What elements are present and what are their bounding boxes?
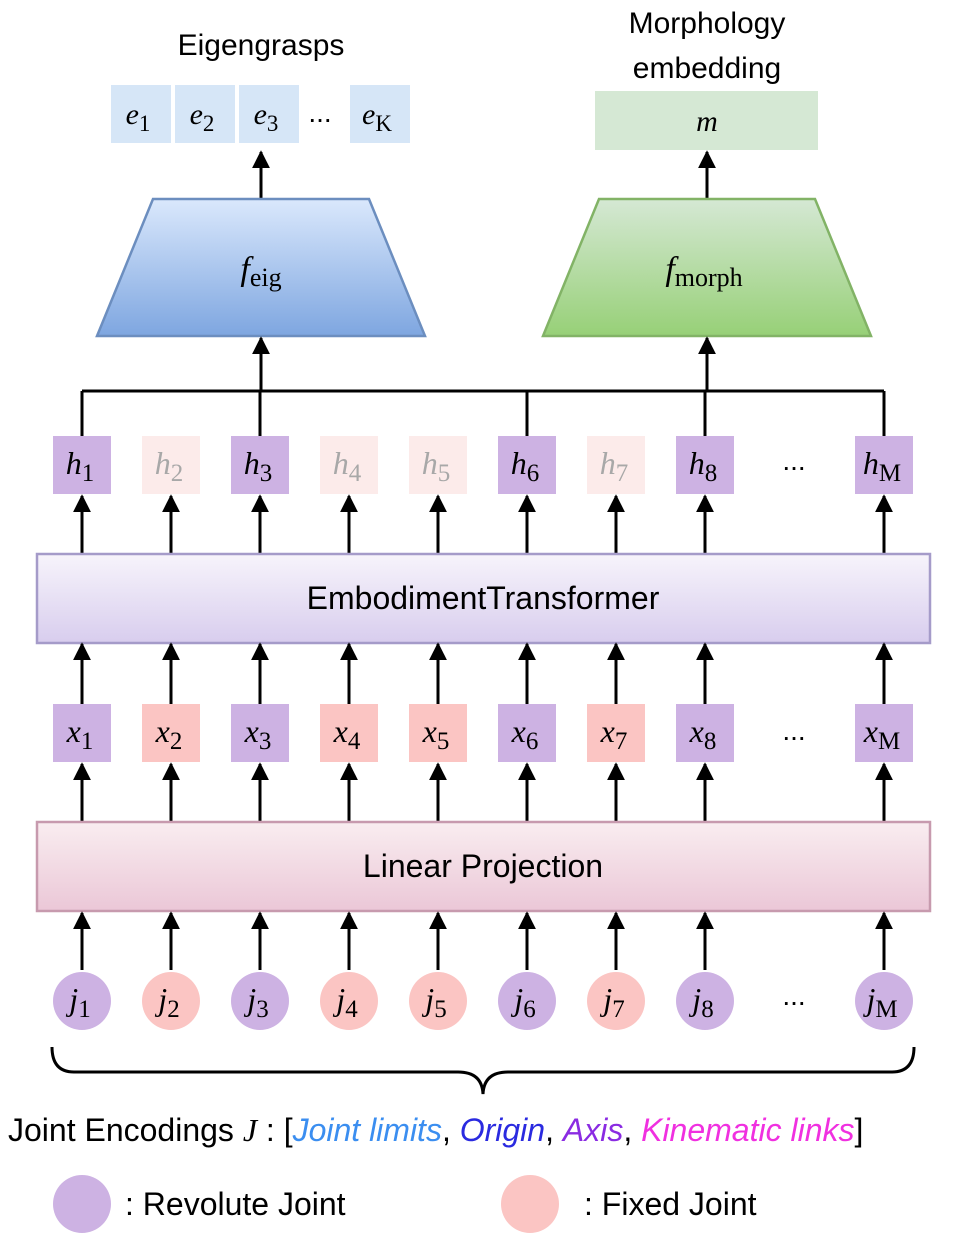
embedded-token-label: x2 bbox=[155, 713, 183, 755]
embedded-token-label: x6 bbox=[511, 713, 539, 755]
hidden-token-label: h2 bbox=[155, 445, 184, 487]
hidden-token: h6 bbox=[498, 436, 556, 494]
hidden-token-label: h4 bbox=[333, 445, 362, 487]
joint-node-label: j2 bbox=[154, 981, 179, 1023]
hidden-token: h4 bbox=[320, 436, 378, 494]
joint-node-label: j6 bbox=[510, 981, 535, 1023]
hidden-token: h2 bbox=[142, 436, 200, 494]
joint-node: j6 bbox=[498, 972, 556, 1030]
legend-fixed-swatch bbox=[501, 1175, 559, 1233]
joint-node-label: j8 bbox=[688, 981, 713, 1023]
joint-node-label: jM bbox=[862, 981, 897, 1023]
embedded-token-label: xM bbox=[863, 713, 900, 755]
joint-node: j8 bbox=[676, 972, 734, 1030]
hidden-token-label: h3 bbox=[244, 445, 273, 487]
joint-encodings-brace bbox=[50, 1046, 916, 1095]
joint-node: jM bbox=[855, 972, 913, 1030]
encoding-item: Origin bbox=[460, 1112, 545, 1148]
embedded-token-label: x8 bbox=[689, 713, 717, 755]
legend-revolute-label: : Revolute Joint bbox=[125, 1186, 346, 1222]
embedded-token-label: x3 bbox=[244, 713, 272, 755]
joint-node-label: j7 bbox=[599, 981, 624, 1023]
morphology-embedding-label: m bbox=[696, 105, 718, 138]
embedded-token: x6 bbox=[498, 704, 556, 762]
morphology-title-line1: Morphology bbox=[629, 7, 786, 40]
hidden-token: h8 bbox=[676, 436, 734, 494]
embedded-token: x8 bbox=[676, 704, 734, 762]
hidden-token-label: h7 bbox=[600, 445, 629, 487]
embodiment-transformer-label: EmbodimentTransformer bbox=[307, 580, 660, 616]
joint-ellipsis: ... bbox=[782, 980, 805, 1011]
hidden-token: hM bbox=[855, 436, 913, 494]
embedded-token: x3 bbox=[231, 704, 289, 762]
eigengrasp-token: eK bbox=[350, 85, 410, 143]
f-eig-head: feig bbox=[95, 197, 427, 338]
embedded-token-label: x5 bbox=[422, 713, 450, 755]
eigengrasp-tokens: e1 e2 e3 eK... bbox=[111, 85, 410, 143]
joint-node-label: j1 bbox=[65, 981, 90, 1023]
morphology-embedding-box: m bbox=[595, 91, 818, 150]
joint-row: j1 j2 j3 j4 j5 j6 j7 j8 jM... bbox=[53, 911, 913, 1030]
embedded-token-label: x1 bbox=[66, 713, 94, 755]
embedded-token-label: x7 bbox=[600, 713, 628, 755]
joint-node: j7 bbox=[587, 972, 645, 1030]
embedded-token: x4 bbox=[320, 704, 378, 762]
f-eig-label: feig bbox=[240, 251, 281, 292]
embedded-token: x5 bbox=[409, 704, 467, 762]
hidden-token-label: h6 bbox=[511, 445, 540, 487]
embedded-token: xM bbox=[855, 704, 913, 762]
eigengrasp-token-label: e1 bbox=[126, 98, 151, 136]
embedded-token: x1 bbox=[53, 704, 111, 762]
linear-projection-block: Linear Projection bbox=[35, 820, 932, 913]
embedded-token: x7 bbox=[587, 704, 645, 762]
encoding-item: Kinematic links bbox=[641, 1112, 854, 1148]
morphology-title-line2: embedding bbox=[633, 52, 781, 85]
hidden-token-label: h5 bbox=[422, 445, 451, 487]
legend-revolute-swatch bbox=[53, 1175, 111, 1233]
hidden-token-label: h1 bbox=[66, 445, 95, 487]
embodiment-transformer-block: EmbodimentTransformer bbox=[35, 552, 932, 645]
eigengrasp-ellipsis: ... bbox=[308, 97, 331, 128]
eigengrasps-title: Eigengrasps bbox=[178, 29, 345, 62]
eigengrasp-token: e2 bbox=[175, 85, 235, 143]
encoding-item: Joint limits bbox=[292, 1112, 442, 1148]
hidden-token-label: h8 bbox=[689, 445, 718, 487]
linear-projection-label: Linear Projection bbox=[363, 848, 603, 884]
joint-node: j4 bbox=[320, 972, 378, 1030]
joint-node-label: j5 bbox=[421, 981, 446, 1023]
legend: : Revolute Joint : Fixed Joint bbox=[53, 1175, 757, 1233]
f-morph-head: fmorph bbox=[541, 197, 873, 338]
f-morph-label: fmorph bbox=[665, 251, 742, 292]
embedded-ellipsis: ... bbox=[782, 715, 805, 746]
revolute-aggregation-bus bbox=[80, 336, 886, 436]
hidden-token: h3 bbox=[231, 436, 289, 494]
joint-node: j3 bbox=[231, 972, 289, 1030]
hidden-ellipsis: ... bbox=[782, 445, 805, 476]
embedded-token-label: x4 bbox=[333, 713, 361, 755]
hidden-token-row: h1 h2 h3 h4 h5 h6 h7 h8 hM... bbox=[53, 436, 913, 554]
embedded-token: x2 bbox=[142, 704, 200, 762]
joint-encodings-caption: Joint Encodings J : [Joint limits, Origi… bbox=[8, 1112, 863, 1148]
eigengrasp-token: e1 bbox=[111, 85, 171, 143]
eigengrasp-token: e3 bbox=[239, 85, 299, 143]
joint-node: j5 bbox=[409, 972, 467, 1030]
joint-node-label: j3 bbox=[243, 981, 268, 1023]
legend-fixed-label: : Fixed Joint bbox=[584, 1186, 757, 1222]
eigengrasp-token-label: e2 bbox=[190, 98, 215, 136]
encoding-item: Axis bbox=[561, 1112, 623, 1148]
joint-node: j2 bbox=[142, 972, 200, 1030]
joint-node: j1 bbox=[53, 972, 111, 1030]
hidden-token: h7 bbox=[587, 436, 645, 494]
embedded-token-row: x1 x2 x3 x4 x5 x6 x7 x8 xM... bbox=[53, 642, 913, 822]
hidden-token: h5 bbox=[409, 436, 467, 494]
joint-node-label: j4 bbox=[332, 981, 358, 1023]
eigengrasp-token-label: e3 bbox=[254, 98, 279, 136]
eigengrasp-token-label: eK bbox=[362, 98, 392, 136]
hidden-token: h1 bbox=[53, 436, 111, 494]
hidden-token-label: hM bbox=[863, 445, 901, 487]
